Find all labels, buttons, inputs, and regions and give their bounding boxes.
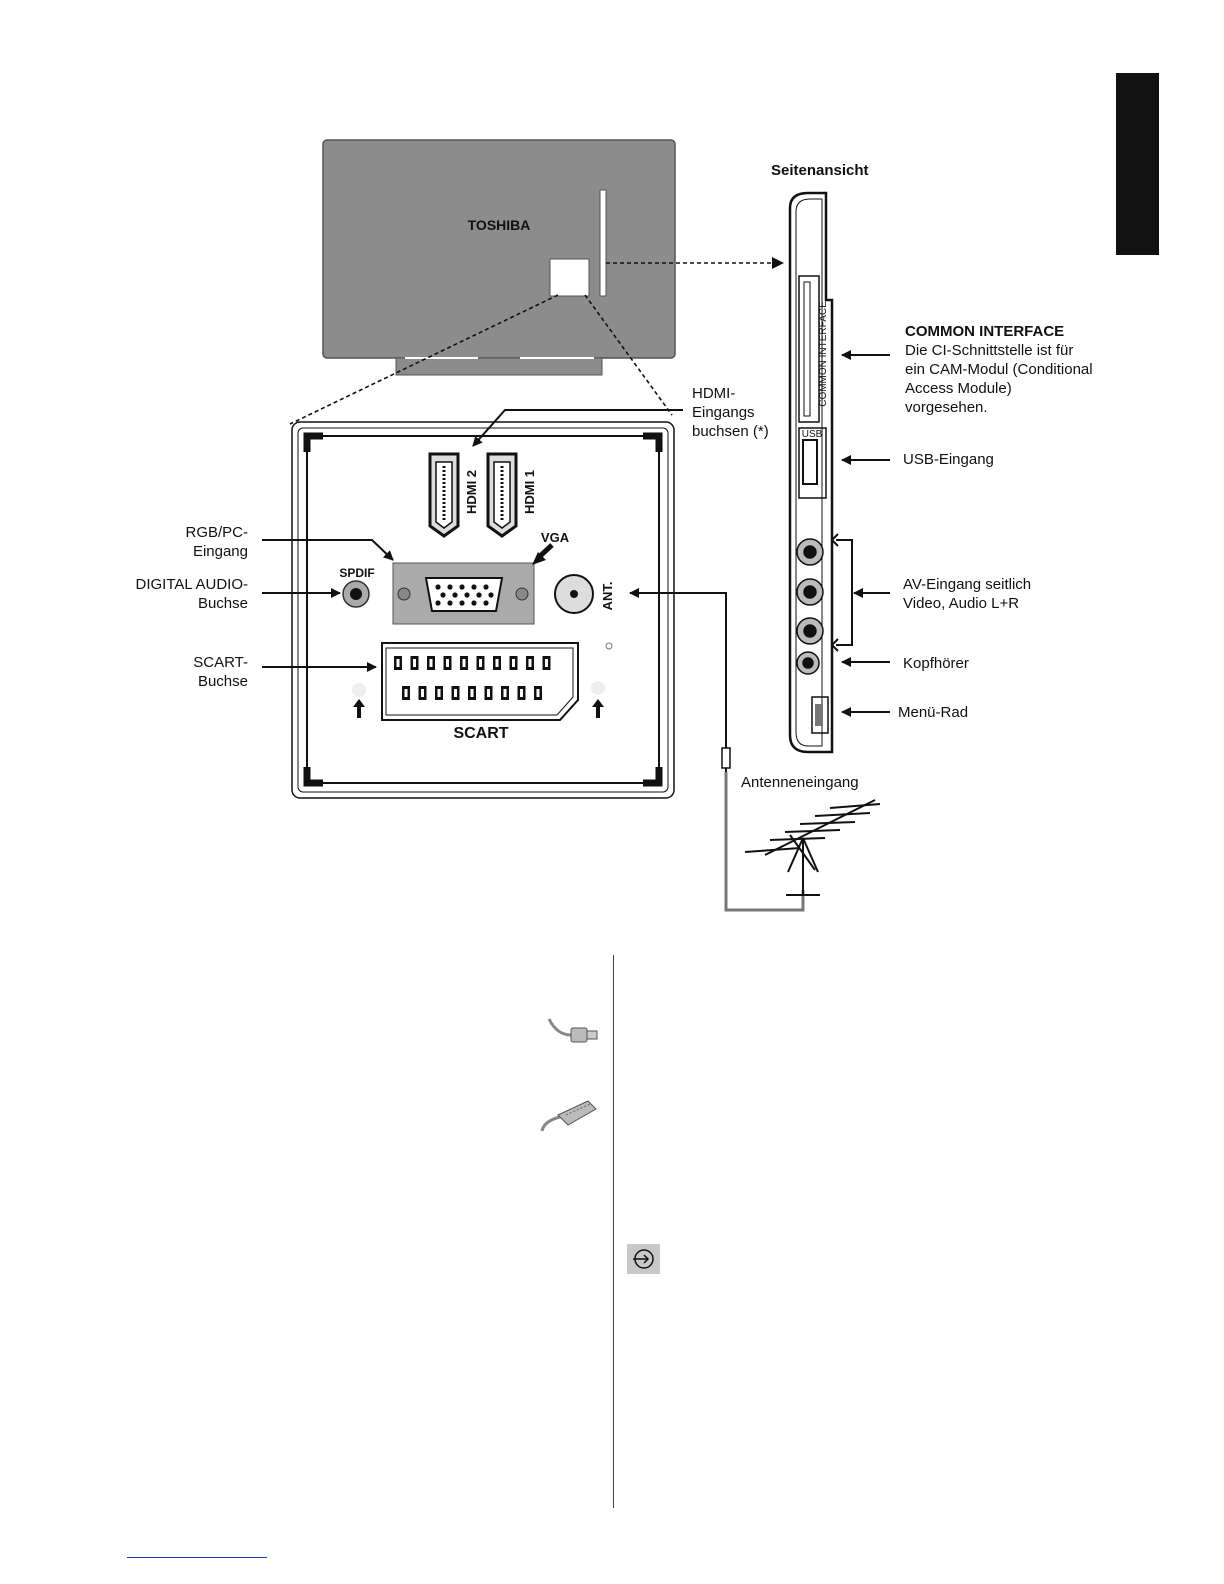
digital-audio-label: DIGITAL AUDIO-Buchse bbox=[135, 576, 248, 612]
connection-diagram: TOSHIBA HDMI 2 HDMI 1 bbox=[262, 139, 890, 912]
vga-port bbox=[392, 562, 535, 625]
spdif-label: SPDIF bbox=[339, 566, 374, 580]
scart-port bbox=[381, 642, 579, 721]
scart-cable-icon bbox=[538, 1093, 600, 1133]
tv-back: TOSHIBA bbox=[322, 139, 676, 376]
antenna-cable bbox=[721, 747, 805, 912]
scart-label: SCART bbox=[453, 725, 508, 742]
section-tab bbox=[1116, 73, 1159, 255]
side-view-title: Seitenansicht bbox=[771, 162, 869, 179]
ant-label: ANT. bbox=[600, 582, 615, 611]
tv-side-view bbox=[788, 191, 834, 754]
footer-rule bbox=[127, 1557, 267, 1558]
rgb-pc-label: RGB/PC-Eingang bbox=[185, 524, 248, 560]
antenna-port bbox=[554, 574, 594, 614]
antenna-cable-icon bbox=[547, 1013, 601, 1047]
side-ci-label: COMMON INTERFACE bbox=[818, 301, 829, 407]
antenna bbox=[744, 799, 881, 896]
usb-input-label: USB-Eingang bbox=[903, 451, 994, 468]
hdmi2-port bbox=[428, 452, 460, 538]
hdmi1-port bbox=[486, 452, 518, 538]
menu-wheel-label: Menü-Rad bbox=[898, 704, 969, 721]
input-source-icon bbox=[627, 1244, 660, 1274]
spdif-port bbox=[342, 580, 370, 608]
headphones-label: Kopfhörer bbox=[903, 655, 969, 672]
side-usb-label: USB bbox=[802, 429, 823, 440]
scart-socket-label: SCART-Buchse bbox=[193, 654, 248, 690]
tv-brand: TOSHIBA bbox=[468, 217, 531, 233]
antenna-input-label: Antenneneingang bbox=[741, 774, 859, 791]
vga-label: VGA bbox=[541, 530, 570, 545]
hdmi1-label: HDMI 1 bbox=[522, 470, 537, 514]
common-interface-label: COMMON INTERFACE Die CI-Schnittstelle is… bbox=[905, 323, 1093, 416]
hdmi2-label: HDMI 2 bbox=[464, 470, 479, 514]
column-divider bbox=[613, 955, 614, 1508]
